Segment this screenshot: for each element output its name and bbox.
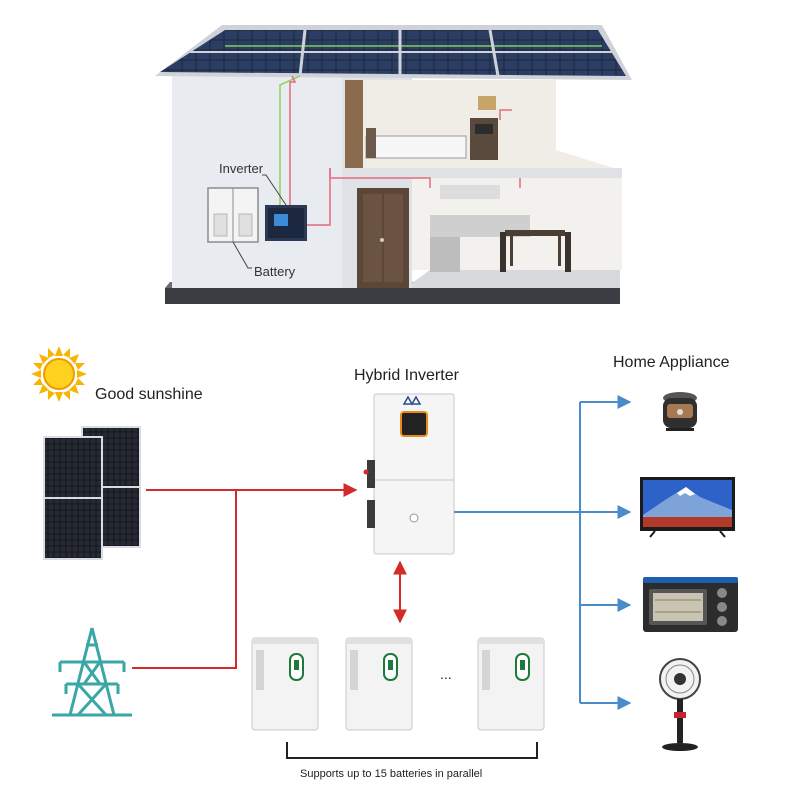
house-foundation (165, 288, 620, 304)
hybrid-inverter-device (363, 393, 455, 555)
dining-table (505, 230, 565, 236)
fan-icon (659, 658, 701, 751)
inverter-screen (400, 411, 428, 437)
inverter-label: Inverter (219, 161, 264, 176)
rice-cooker-icon (663, 392, 697, 431)
dc-power-lines (132, 483, 407, 669)
battery-label: Battery (254, 264, 296, 279)
roof-solar-panels (155, 25, 632, 80)
good-sunshine-label: Good sunshine (95, 386, 203, 403)
house-wall (172, 76, 352, 288)
oven-icon (643, 577, 738, 632)
battery-module (345, 637, 413, 731)
house-illustration (155, 25, 632, 304)
hybrid-inverter-title: Hybrid Inverter (354, 367, 459, 384)
tv-icon (640, 477, 735, 538)
sun-icon (31, 346, 87, 402)
battery-module (477, 637, 545, 731)
power-grid-tower-icon (52, 627, 132, 717)
parallel-batteries-note: Supports up to 15 batteries in parallel (300, 768, 483, 780)
home-appliance-title: Home Appliance (613, 354, 730, 371)
battery-ellipsis: ... (440, 666, 452, 682)
ac-power-lines (454, 395, 632, 710)
solar-panel-icon (43, 426, 141, 560)
battery-module (251, 637, 319, 731)
bed (365, 135, 467, 159)
battery-bracket (286, 742, 538, 759)
